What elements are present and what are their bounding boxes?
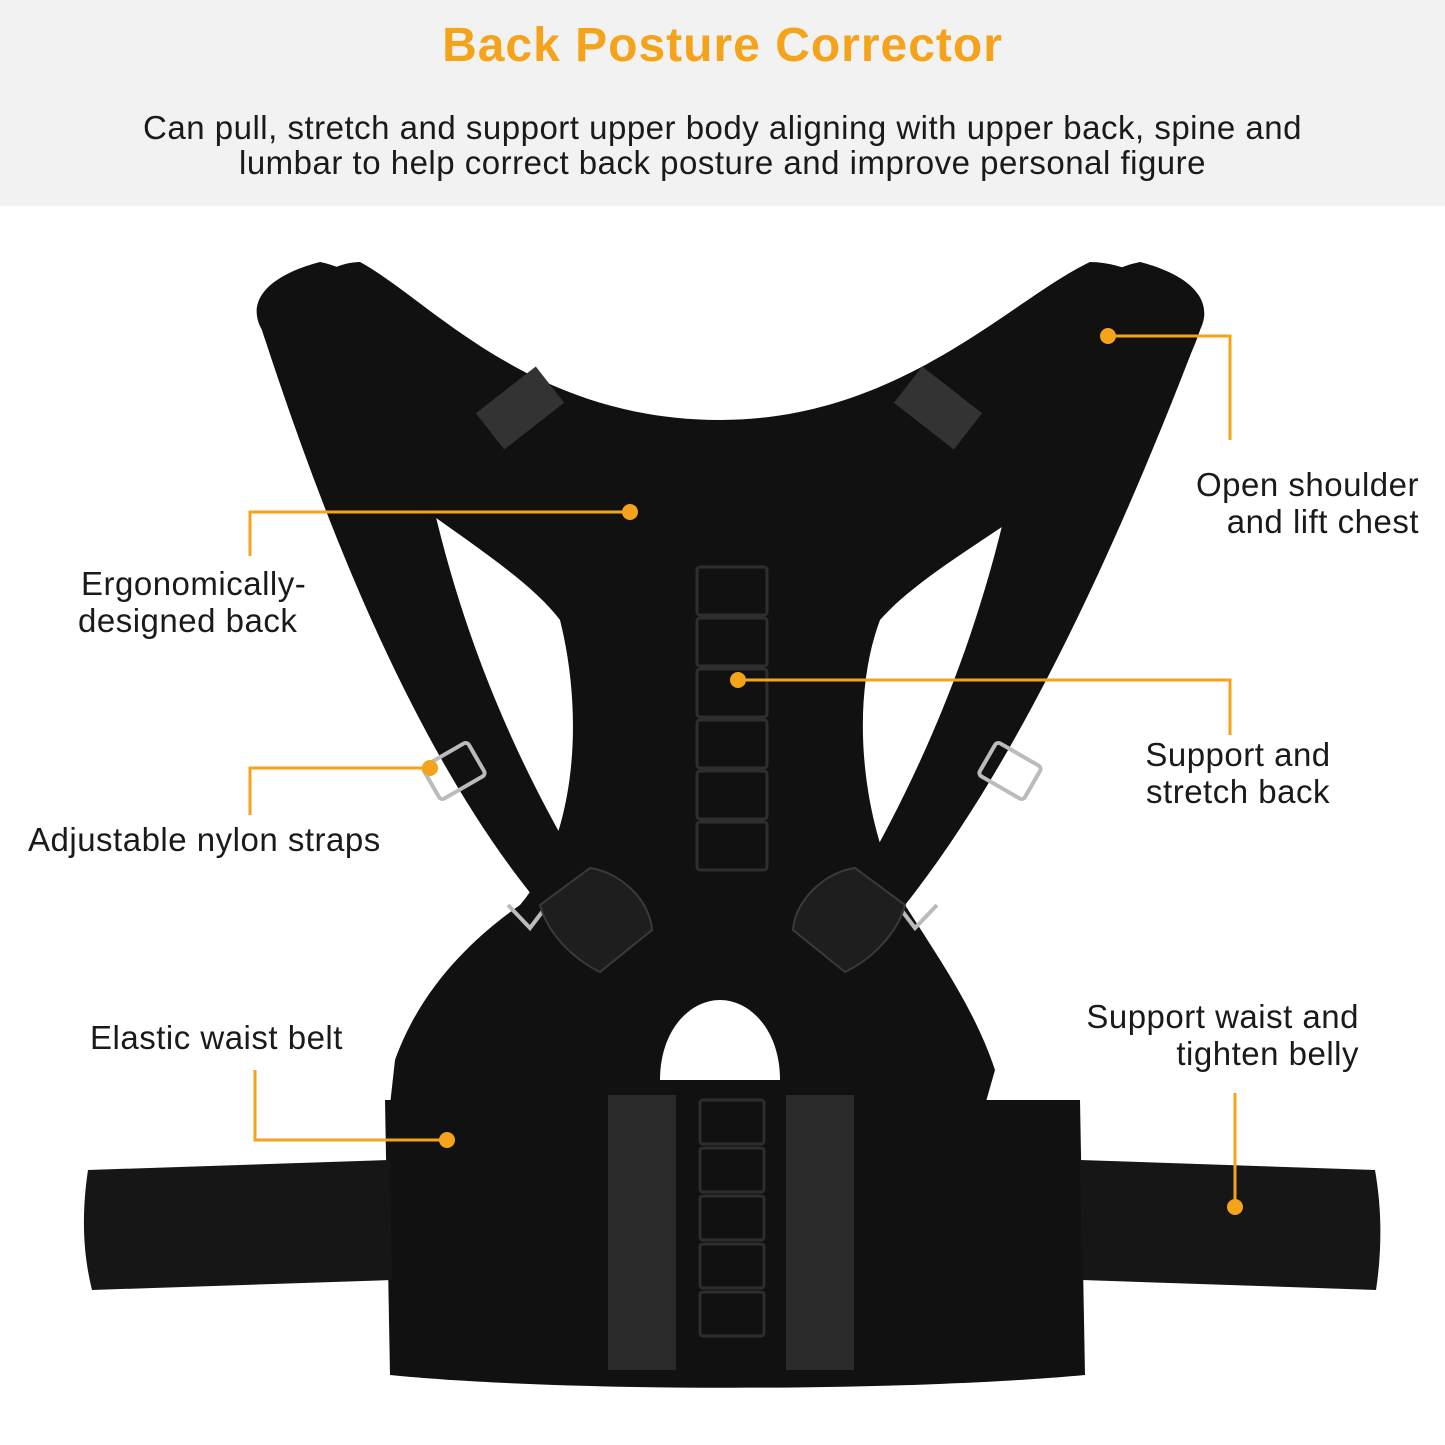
callout-stretch-line1: Support and: [1145, 736, 1331, 773]
callout-waist: Support waist and tighten belly: [1086, 998, 1359, 1072]
callout-straps: Adjustable nylon straps: [28, 821, 381, 858]
callout-waist-line2: tighten belly: [1176, 1035, 1359, 1072]
posture-corrector-illustration: [83, 262, 1381, 1388]
leather-tab-right: [791, 866, 907, 974]
upper-spine-pockets: [695, 565, 769, 872]
subtitle-line-2: lumbar to help correct back posture and …: [239, 144, 1206, 181]
callout-shoulder: Open shoulder and lift chest: [1196, 466, 1419, 540]
buckle-right: [977, 741, 1043, 801]
lower-spine-pockets: [698, 1098, 766, 1338]
callout-lines: [248, 334, 1237, 1207]
callout-ergonomic-line2: designed back: [78, 602, 298, 639]
buckle-left: [421, 741, 487, 801]
callout-shoulder-line1: Open shoulder: [1196, 466, 1419, 503]
callout-belt: Elastic waist belt: [90, 1019, 343, 1056]
waist-belt-right-wing: [1080, 1160, 1381, 1290]
callout-ergonomic-line1: Ergonomically-: [81, 565, 307, 602]
page-subtitle: Can pull, stretch and support upper body…: [40, 110, 1405, 180]
subtitle-line-1: Can pull, stretch and support upper body…: [143, 109, 1302, 146]
leather-tab-left: [538, 866, 654, 974]
back-cutout: [660, 1000, 780, 1080]
shoulder-patch-right: [893, 366, 983, 450]
header-banner: [0, 0, 1445, 206]
velcro-strip-left: [608, 1095, 676, 1370]
callout-dots: [422, 328, 1243, 1215]
shoulder-patch-left: [475, 366, 565, 450]
callout-waist-line1: Support waist and: [1086, 998, 1359, 1035]
page-title: Back Posture Corrector: [442, 19, 1003, 72]
velcro-strip-right: [786, 1095, 854, 1370]
callout-straps-line1: Adjustable nylon straps: [28, 821, 381, 858]
waist-belt-left-wing: [83, 1160, 393, 1290]
callout-stretch: Support and stretch back: [1128, 736, 1348, 810]
callout-ergonomic: Ergonomically- designed back: [78, 565, 306, 639]
callout-stretch-line2: stretch back: [1146, 773, 1330, 810]
callout-shoulder-line2: and lift chest: [1226, 503, 1419, 540]
callout-belt-line1: Elastic waist belt: [90, 1019, 343, 1056]
